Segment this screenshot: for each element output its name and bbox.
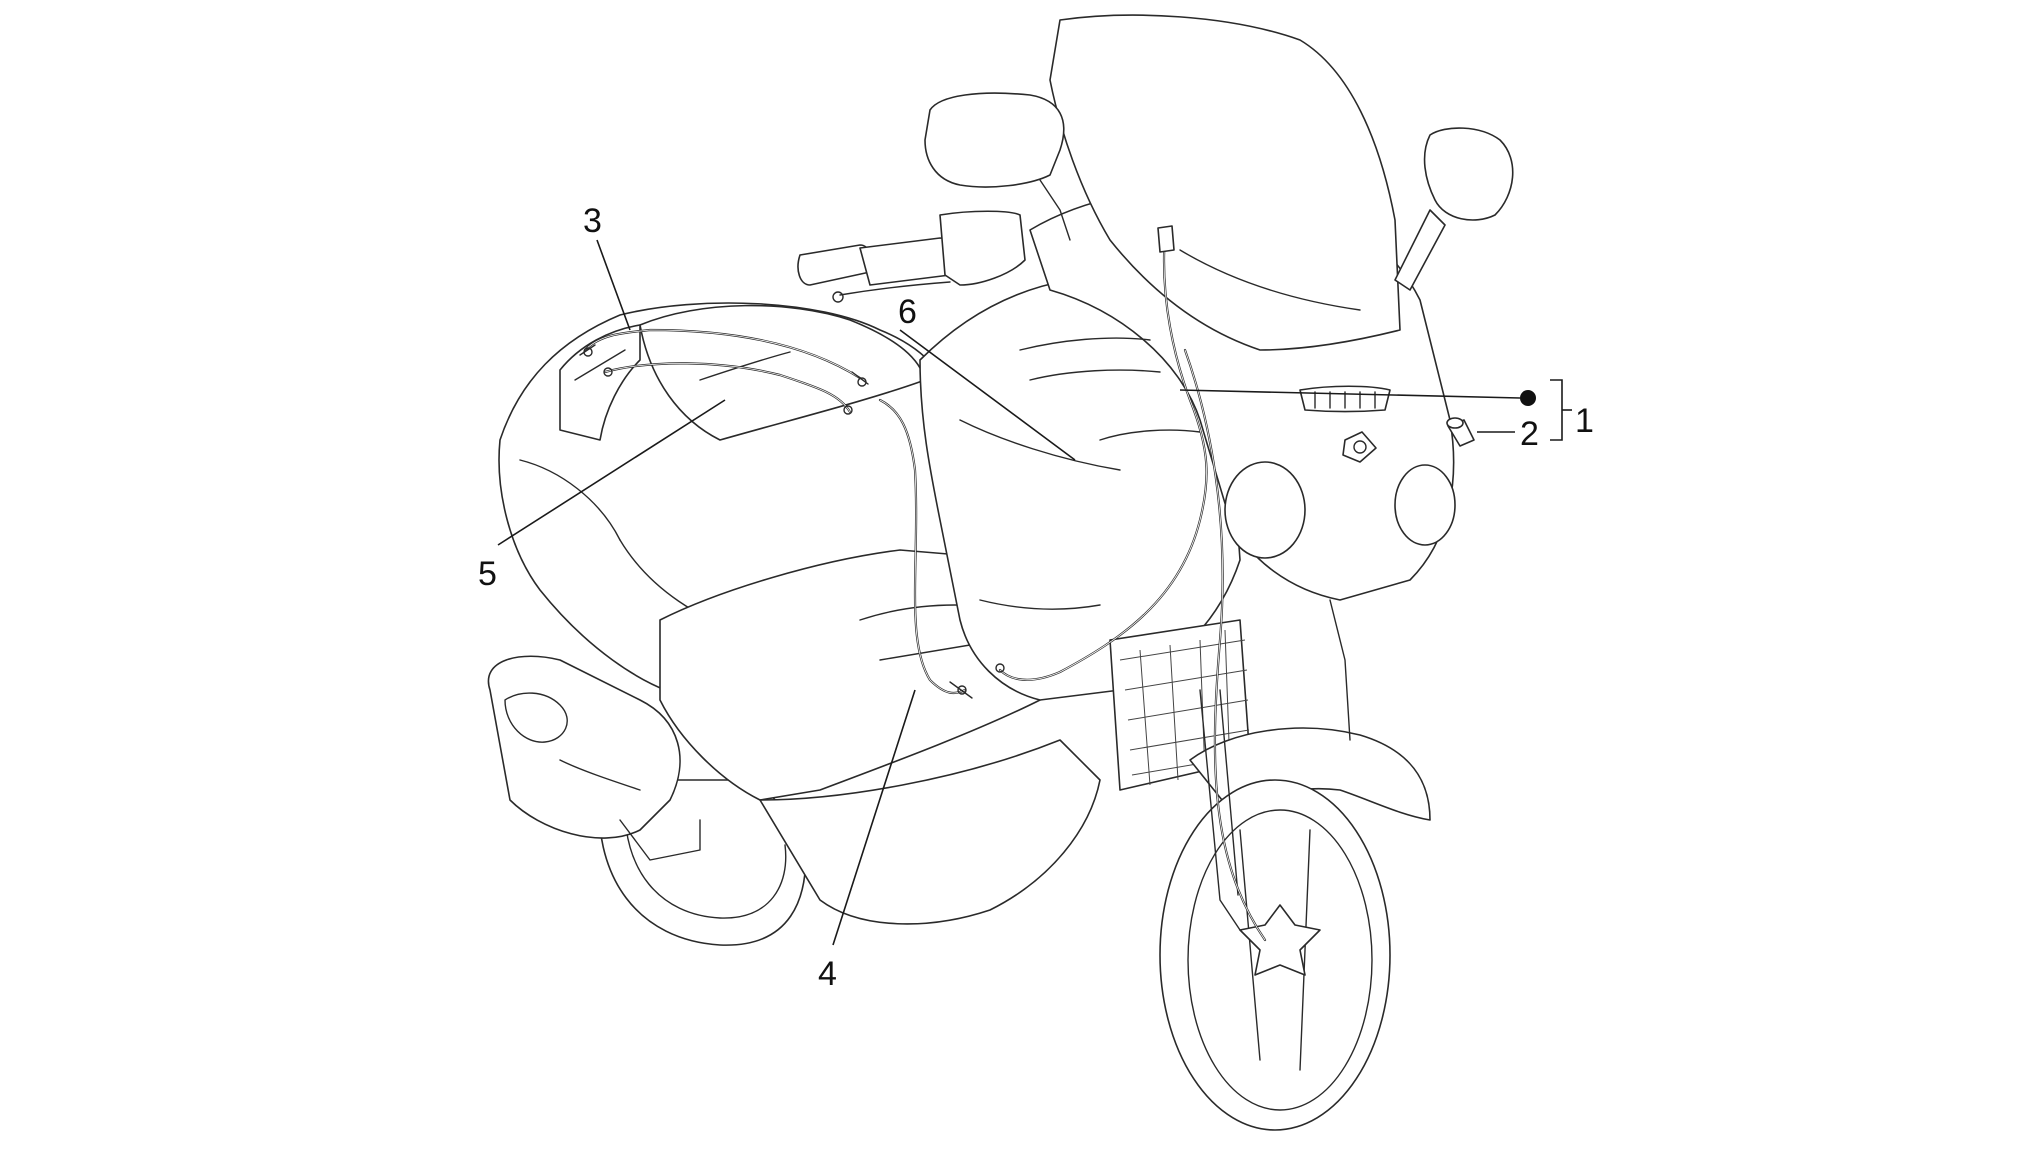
- windshield: [1049, 14, 1401, 351]
- cable-3: [579, 328, 869, 387]
- cable-5: [603, 362, 853, 415]
- rear-wheel: [598, 779, 807, 946]
- callout-6: 6: [898, 293, 917, 331]
- leader-lines: [497, 239, 1572, 946]
- callout-4: 4: [818, 955, 837, 993]
- exhaust-muffler: [487, 655, 701, 861]
- cable-6: [995, 225, 1208, 681]
- callout-3: 3: [583, 202, 602, 240]
- handlebar-left: [797, 210, 1026, 303]
- right-mirror: [1394, 127, 1514, 291]
- part-2-bushing: [1446, 417, 1475, 447]
- cable-4: [878, 398, 973, 699]
- part-1-marker: [1520, 390, 1536, 406]
- callout-2: 2: [1520, 415, 1539, 453]
- tail-light: [559, 324, 641, 441]
- callout-5: 5: [478, 555, 497, 593]
- front-wheel: [1159, 779, 1391, 1131]
- cable-front-long: [1183, 348, 1267, 942]
- front-fork: [1199, 599, 1351, 931]
- lower-side-panel: [759, 739, 1101, 925]
- left-mirror: [924, 92, 1071, 241]
- callout-1: 1: [1575, 402, 1594, 440]
